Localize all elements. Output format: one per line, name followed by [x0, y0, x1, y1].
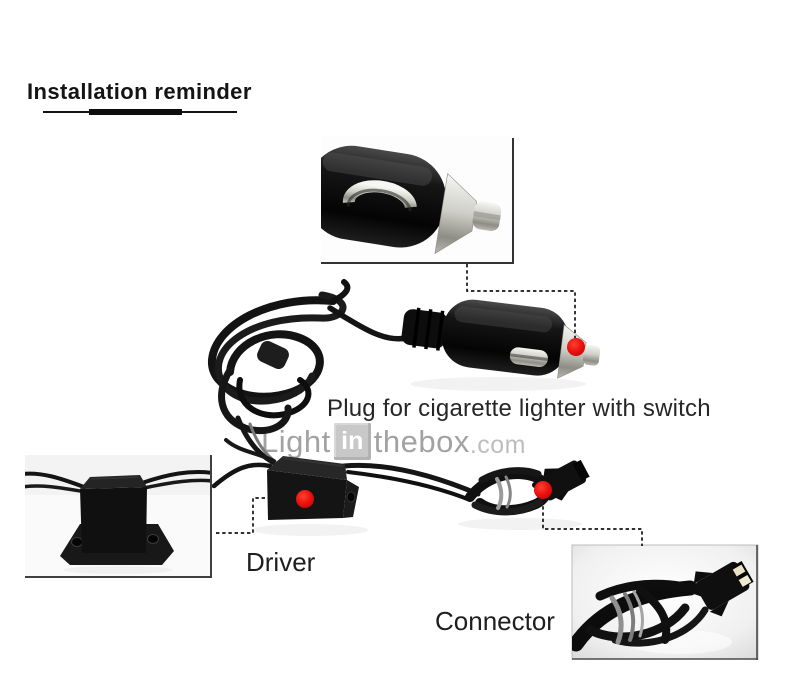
driver-label: Driver: [246, 547, 316, 577]
cigarette-plug-art: [401, 299, 601, 391]
driver-inset-art: [25, 455, 211, 574]
page-title: Installation reminder: [27, 79, 252, 104]
callout-line-driver: [214, 497, 296, 534]
connector-inset-art: [572, 560, 754, 654]
title-underline-thick: [89, 109, 182, 115]
connector-marker-dot: [534, 481, 552, 499]
connector-label: Connector: [435, 606, 555, 636]
driver-art: [211, 438, 481, 536]
plug-tip-inset-photo: [321, 136, 514, 264]
driver-marker-dot: [296, 490, 314, 508]
connector-inset-photo: [571, 544, 759, 660]
watermark-dotcom-text: .com: [469, 430, 526, 459]
plug-tip-marker-dot: [567, 338, 585, 356]
plug-tip-inset-art: [321, 145, 502, 255]
connector-art: [458, 459, 590, 530]
callout-line-plug-tip: [466, 264, 576, 338]
lightinthebox-watermark: Light in thebox .com: [261, 423, 526, 460]
watermark-thebox-text: thebox: [373, 423, 470, 459]
watermark-in-box: in: [333, 423, 371, 460]
driver-inset-photo: [25, 455, 212, 578]
callout-line-connector: [542, 500, 643, 546]
plug-caption-label: Plug for cigarette lighter with switch: [327, 395, 711, 422]
